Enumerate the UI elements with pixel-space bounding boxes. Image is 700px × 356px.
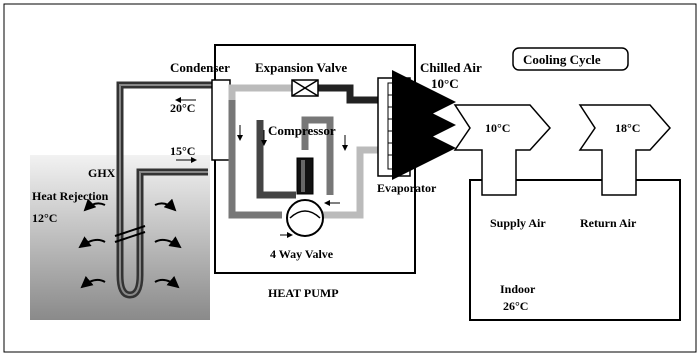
ground-temp: 12°C — [32, 211, 57, 225]
supply-air-label: Supply Air — [490, 216, 546, 230]
evaporator-coil — [377, 77, 411, 177]
compressor-discharge-line — [301, 116, 334, 195]
indoor-label: Indoor — [500, 282, 536, 296]
return-air-duct — [578, 104, 672, 196]
heat-pump-label: HEAT PUMP — [268, 286, 339, 300]
condenser-coil — [211, 79, 231, 161]
chilled-air-arrows — [392, 70, 456, 180]
expansion-valve-label: Expansion Valve — [255, 60, 347, 75]
ghx-loop-highlight — [119, 84, 222, 297]
chilled-air-temp: 10°C — [431, 76, 459, 91]
compressor-label: Compressor — [268, 123, 336, 138]
outer-frame — [3, 3, 697, 353]
condenser-out-temp: 15°C — [170, 144, 195, 158]
four-way-valve-label: 4 Way Valve — [270, 247, 334, 261]
evaporator-label: Evaporator — [377, 181, 437, 195]
ghx-break-mark — [114, 225, 146, 243]
refrigerant-line-dark-top — [318, 84, 380, 104]
four-way-valve-curve — [289, 210, 321, 219]
compressor-highlight — [301, 160, 305, 192]
chilled-air-label: Chilled Air — [420, 60, 482, 75]
refrigerant-line-mid-left — [228, 100, 282, 219]
expansion-valve-symbol — [291, 79, 319, 97]
indoor-box — [469, 179, 681, 321]
cooling-cycle-label: Cooling Cycle — [523, 52, 601, 67]
condenser-in-temp: 20°C — [170, 101, 195, 115]
return-duct-temp: 18°C — [615, 121, 640, 135]
supply-air-duct — [453, 104, 552, 196]
condenser-label: Condenser — [170, 60, 230, 75]
refrigerant-line-light-top — [228, 84, 292, 100]
heat-rejection-label: Heat Rejection — [32, 189, 109, 203]
cooling-cycle-badge — [512, 47, 629, 71]
refrigerant-line-light-right — [322, 146, 380, 219]
four-way-valve-symbol — [286, 199, 324, 237]
heat-rejection-arrows — [78, 198, 182, 289]
ghx-label: GHX — [88, 166, 116, 180]
supply-duct-temp: 10°C — [485, 121, 510, 135]
indoor-temp: 26°C — [503, 299, 528, 313]
return-air-label: Return Air — [580, 216, 637, 230]
compressor-suction-line — [256, 120, 296, 199]
